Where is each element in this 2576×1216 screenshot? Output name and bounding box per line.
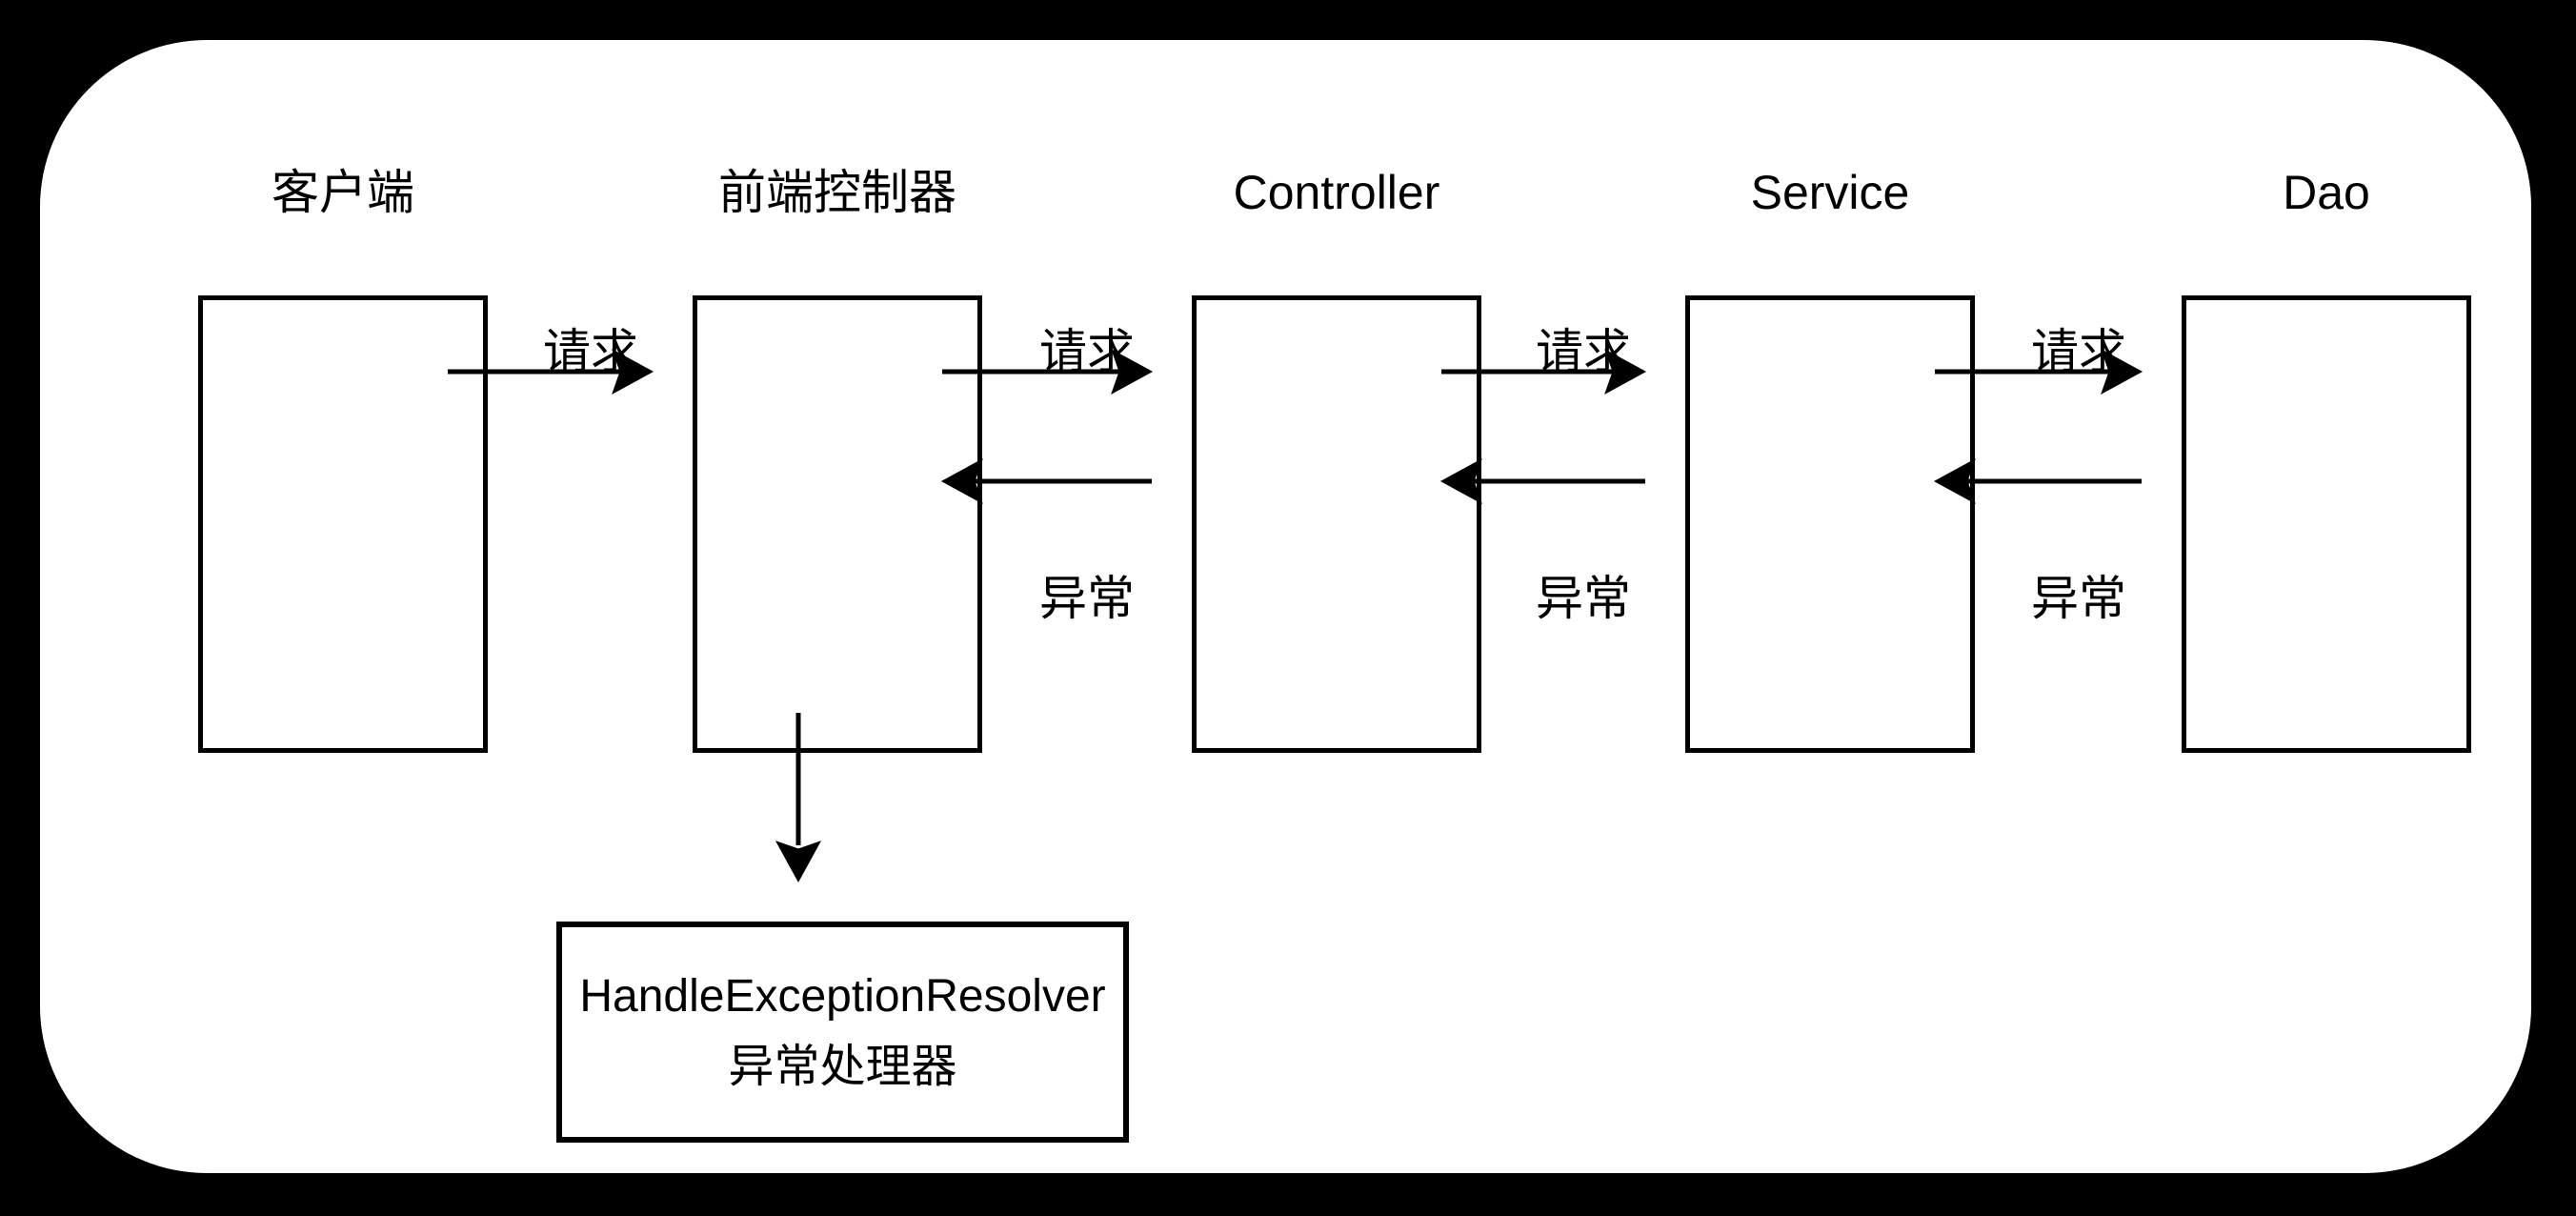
node-box-service [1685,295,1975,753]
node-label-service: Service [1750,166,1910,219]
node-box-front-controller [693,295,982,753]
node-label-controller: Controller [1233,166,1440,219]
node-box-client [198,295,488,753]
node-box-controller [1192,295,1481,753]
request-label-client-frontcontroller: 请求 [543,325,638,378]
request-label-frontcontroller-controller: 请求 [1039,325,1135,378]
request-label-controller-service: 请求 [1536,325,1631,378]
node-label-client: 客户端 [272,166,414,219]
node-box-dao [2182,295,2471,753]
request-label-service-dao: 请求 [2031,325,2126,378]
exception-label-dao-service: 异常 [2031,572,2126,625]
node-label-front-controller: 前端控制器 [718,166,956,219]
exception-label-service-controller: 异常 [1536,572,1631,625]
node-label-dao: Dao [2283,166,2370,219]
exception-handler-box: HandleExceptionResolver 异常处理器 [556,922,1129,1143]
exception-handler-subtitle: 异常处理器 [728,1042,957,1092]
diagram-panel: 客户端 前端控制器 Controller Service Dao HandleE… [40,40,2531,1173]
exception-label-controller-frontcontroller: 异常 [1039,572,1135,625]
exception-handler-name: HandleExceptionResolver [579,971,1106,1022]
